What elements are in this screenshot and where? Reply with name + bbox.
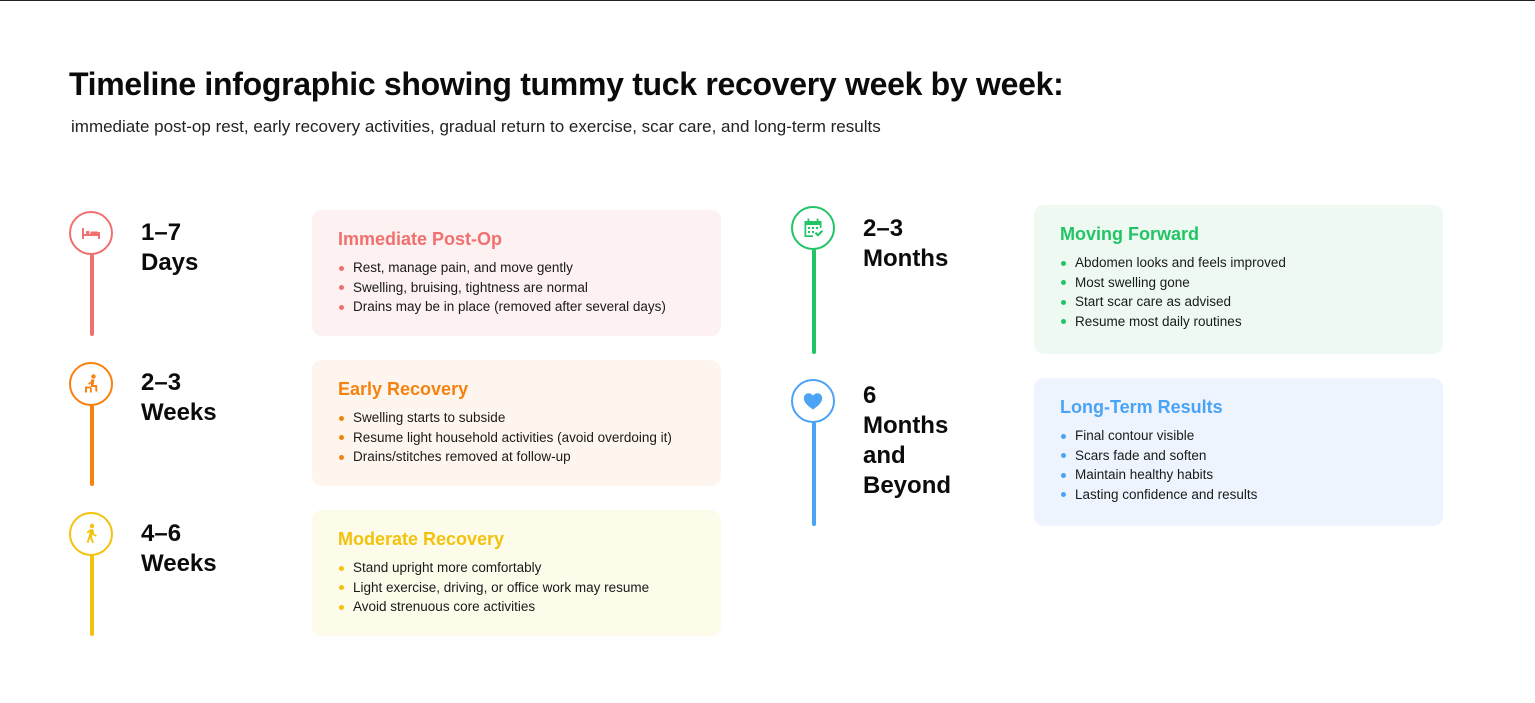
stage-5-card: Long-Term Results Final contour visible … — [1034, 378, 1443, 526]
sitting-person-icon — [85, 374, 98, 393]
stage-4-marker — [791, 206, 835, 250]
bullet-dot — [1061, 260, 1066, 266]
stage-2-card: Early Recovery Swelling starts to subsid… — [312, 360, 721, 486]
stage-4-card: Moving Forward Abdomen looks and feels i… — [1034, 205, 1443, 354]
stage-1-bullet-list: Rest, manage pain, and move gently Swell… — [338, 258, 697, 317]
bullet-dot — [1061, 299, 1066, 305]
bullet-dot — [1061, 472, 1066, 478]
stage-3-bullet-list: Stand upright more comfortably Light exe… — [338, 558, 697, 617]
page-subtitle: immediate post-op rest, early recovery a… — [71, 117, 881, 136]
stage-5-period: 6 Months and Beyond — [863, 381, 951, 501]
bullet-dot — [1061, 433, 1066, 439]
bullet-item: Drains/stitches removed at follow-up — [338, 447, 697, 467]
bed-icon — [82, 228, 100, 239]
bullet-dot — [339, 285, 344, 291]
bullet-item: Lasting confidence and results — [1060, 485, 1419, 505]
stage-4-period: 2–3 Months — [863, 215, 949, 272]
stage-4-card-title: Moving Forward — [1060, 224, 1199, 244]
stage-5-bullet-list: Final contour visible Scars fade and sof… — [1060, 426, 1419, 504]
stage-3-period: 4–6 Weeks — [141, 520, 217, 577]
bullet-item: Start scar care as advised — [1060, 292, 1419, 312]
stage-2-marker — [69, 362, 113, 406]
stage-1-marker — [69, 211, 113, 255]
bullet-dot — [339, 565, 344, 571]
stage-5-period-line-1: 6 Months — [863, 382, 949, 439]
calendar-check-icon — [804, 218, 824, 237]
bullet-item: Final contour visible — [1060, 426, 1419, 446]
stage-1-timeline-line — [90, 254, 94, 336]
bullet-item: Swelling starts to subside — [338, 408, 697, 428]
stage-3-card: Moderate Recovery Stand upright more com… — [312, 510, 721, 636]
stage-3-timeline-line — [90, 555, 94, 636]
bullet-item: Rest, manage pain, and move gently — [338, 258, 697, 278]
bullet-item: Swelling, bruising, tightness are normal — [338, 278, 697, 298]
bullet-item: Resume light household activities (avoid… — [338, 428, 697, 448]
bullet-item: Drains may be in place (removed after se… — [338, 297, 697, 317]
stage-5-card-title: Long-Term Results — [1060, 397, 1223, 417]
bullet-item: Stand upright more comfortably — [338, 558, 697, 578]
bullet-item: Avoid strenuous core activities — [338, 597, 697, 617]
stage-2-period: 2–3 Weeks — [141, 369, 217, 426]
stage-2-card-title: Early Recovery — [338, 379, 469, 399]
page-title: Timeline infographic showing tummy tuck … — [69, 66, 1064, 102]
bullet-item: Maintain healthy habits — [1060, 465, 1419, 485]
stage-4-bullet-list: Abdomen looks and feels improved Most sw… — [1060, 253, 1419, 331]
stage-1-period: 1–7 Days — [141, 219, 199, 276]
stage-1-card-title: Immediate Post-Op — [338, 229, 503, 249]
stage-3-marker — [69, 512, 113, 556]
bullet-dot — [339, 454, 344, 460]
stage-2-timeline-line — [90, 405, 94, 486]
bullet-dot — [339, 415, 344, 421]
bullet-dot — [1061, 453, 1066, 459]
stage-1-card: Immediate Post-Op Rest, manage pain, and… — [312, 210, 721, 336]
heart-icon — [803, 393, 823, 410]
bullet-dot — [339, 585, 344, 591]
bullet-dot — [339, 265, 344, 271]
stage-5-timeline-line — [812, 422, 816, 526]
stage-5-period-line-2: and Beyond — [863, 442, 952, 499]
stage-4-timeline-line — [812, 249, 816, 354]
stage-5-marker — [791, 379, 835, 423]
bullet-dot — [339, 304, 344, 310]
walking-person-icon — [86, 523, 97, 543]
bullet-dot — [339, 604, 344, 610]
bullet-item: Most swelling gone — [1060, 273, 1419, 293]
bullet-item: Scars fade and soften — [1060, 446, 1419, 466]
top-border-line — [0, 0, 1535, 1]
bullet-item: Resume most daily routines — [1060, 312, 1419, 332]
stage-2-bullet-list: Swelling starts to subside Resume light … — [338, 408, 697, 467]
bullet-dot — [1061, 319, 1066, 325]
bullet-item: Light exercise, driving, or office work … — [338, 578, 697, 598]
bullet-dot — [1061, 280, 1066, 286]
bullet-dot — [1061, 492, 1066, 498]
bullet-dot — [339, 435, 344, 441]
stage-3-card-title: Moderate Recovery — [338, 529, 505, 549]
bullet-item: Abdomen looks and feels improved — [1060, 253, 1419, 273]
